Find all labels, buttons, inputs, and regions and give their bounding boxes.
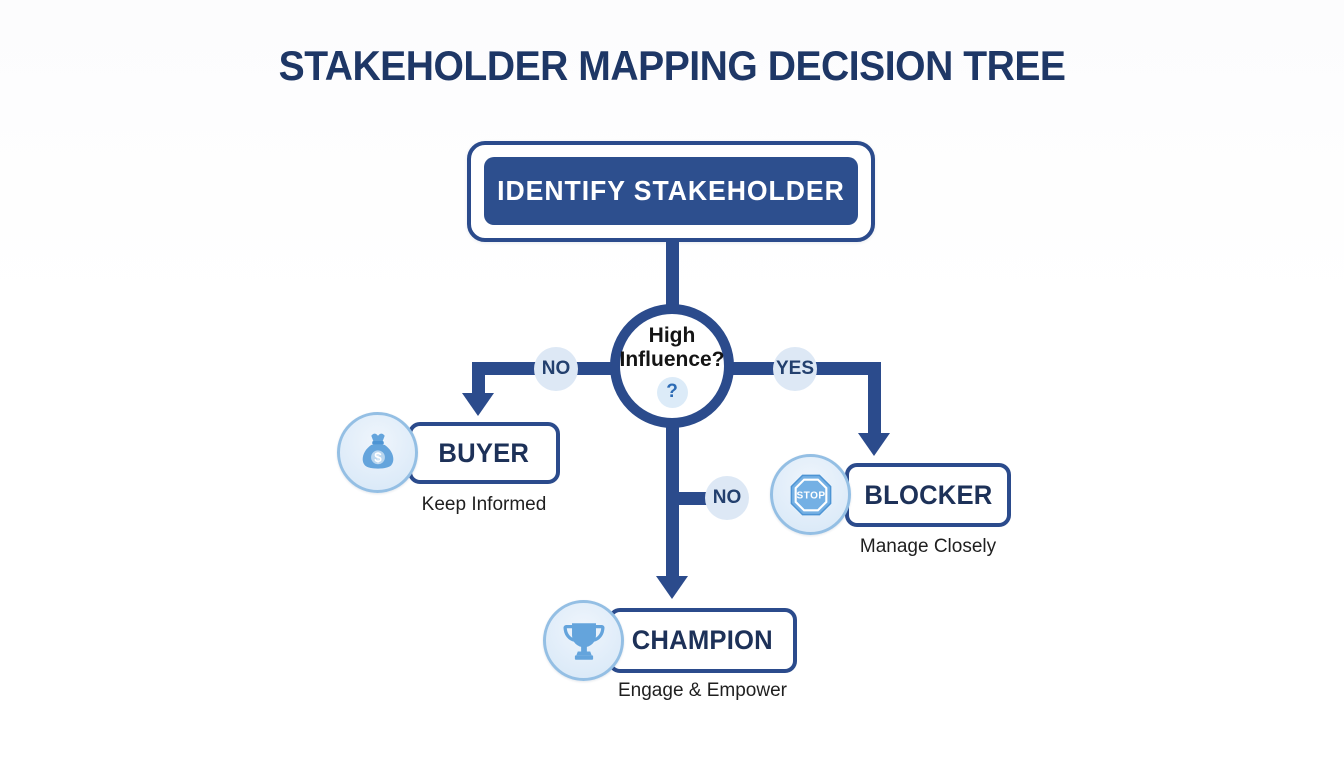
outcome-champion-label: CHAMPION (631, 625, 774, 655)
question-mark-icon: ? (656, 376, 688, 408)
connector-middle-stub (679, 492, 707, 505)
branch-label-no-left-text: NO (541, 358, 571, 379)
outcome-blocker-label: BLOCKER (863, 479, 993, 510)
connector-middle-vertical (666, 424, 679, 578)
page-title: STAKEHOLDER MAPPING DECISION TREE (0, 42, 1344, 90)
branch-label-no-left: NO (534, 347, 578, 391)
stop-sign-icon: STOP (790, 474, 831, 515)
connector-left-vertical (472, 362, 485, 395)
root-node-label: IDENTIFY STAKEHOLDER (497, 175, 845, 206)
root-node-fill: IDENTIFY STAKEHOLDER (484, 157, 858, 225)
buyer-icon-circle: $ (337, 412, 418, 493)
connector-right-vertical (868, 362, 881, 435)
outcome-buyer-action: Keep Informed (421, 494, 547, 515)
branch-label-yes-right-text: YES (775, 358, 815, 379)
arrowhead-to-blocker (858, 433, 890, 456)
money-bag-icon: $ (362, 433, 393, 469)
outcome-node-buyer: BUYER (408, 422, 560, 484)
trophy-icon (562, 622, 605, 660)
decision-node-high-influence: High Influence? ? (610, 304, 734, 428)
outcome-blocker-action: Manage Closely (859, 536, 997, 557)
outcome-node-blocker: BLOCKER (845, 463, 1011, 527)
champion-icon-circle (543, 600, 624, 681)
outcome-buyer-label: BUYER (438, 437, 530, 468)
money-bag-dollar-glyph: $ (374, 450, 382, 465)
branch-label-yes-right: YES (773, 347, 817, 391)
branch-label-no-down: NO (705, 476, 749, 520)
arrowhead-to-champion (656, 576, 688, 599)
outcome-champion-action: Engage & Empower (618, 680, 787, 701)
outcome-node-champion: CHAMPION (608, 608, 797, 673)
arrowhead-to-buyer (462, 393, 494, 416)
stop-sign-text: STOP (796, 490, 825, 501)
decision-question-line1: High (648, 324, 696, 348)
root-node-identify-stakeholder: IDENTIFY STAKEHOLDER (467, 141, 875, 242)
decision-question-line2: Influence? (619, 348, 725, 371)
connector-root-to-decision (666, 241, 679, 311)
page-title-text: STAKEHOLDER MAPPING DECISION TREE (278, 42, 1066, 89)
branch-label-no-down-text: NO (712, 487, 742, 508)
blocker-icon-circle: STOP (770, 454, 851, 535)
